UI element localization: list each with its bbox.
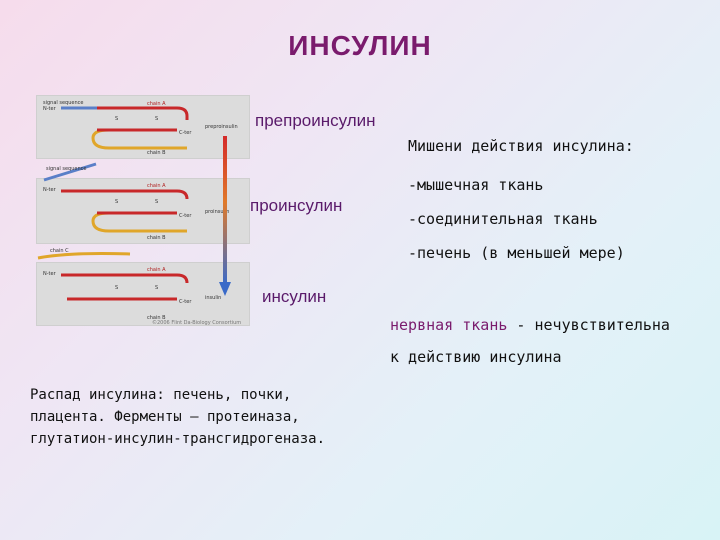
chain-a-label: chain A: [147, 267, 166, 273]
slide-title: ИНСУЛИН: [288, 30, 432, 61]
signal-sequence-label: signal sequence: [43, 100, 83, 106]
nerve-tissue-rest: - нечувствительна: [507, 316, 670, 334]
n-term-label: N-ter: [43, 271, 57, 277]
n-term-label: N-ter: [43, 187, 57, 193]
chain-a: [97, 106, 189, 120]
degradation-line: глутатион-инсулин-трансгидрогеназа.: [30, 431, 326, 447]
chain-c: [91, 211, 187, 233]
chain-c-label: chain C: [50, 248, 69, 254]
preproinsulin-diagram: signal sequence N-ter chain A S S C-ter …: [36, 95, 250, 159]
degradation-line: Распад инсулина: печень, почки,: [30, 387, 292, 403]
n-term-label: N-ter: [43, 106, 57, 112]
nerve-tissue-highlight: нервная ткань: [390, 316, 508, 334]
nerve-tissue-note: нервная ткань - нечувствительна: [390, 316, 670, 334]
c-chain-fragment: chain C: [37, 248, 131, 260]
s-label: S: [115, 116, 118, 122]
s-label: S: [155, 116, 158, 122]
chain-a-label: chain A: [147, 101, 166, 107]
panel-caption: insulin: [205, 295, 221, 301]
c-term-label: C-ter: [179, 299, 192, 305]
nerve-tissue-note-line2: к действию инсулина: [390, 348, 562, 366]
signal-fragment: signal sequence: [43, 162, 97, 182]
signal-sequence-label: signal sequence: [46, 166, 86, 172]
insulin-diagram: N-ter chain A S S C-ter chain B insulin: [36, 262, 250, 326]
proinsulin-diagram: N-ter chain A S S C-ter chain B proinsul…: [36, 178, 250, 244]
panel-caption: proinsulin: [205, 209, 229, 215]
target-item: -печень (в меньшей мере): [408, 244, 625, 262]
c-term-label: C-ter: [179, 213, 192, 219]
c-term-label: C-ter: [179, 130, 192, 136]
chain-a: [61, 273, 189, 284]
stage-label-insulin: инсулин: [262, 287, 327, 306]
targets-heading: Мишени действия инсулина:: [408, 137, 634, 155]
diagram-copyright: ©2006 Flint Da-Biology Consortium: [152, 320, 242, 326]
chain-b-label: chain B: [147, 315, 166, 321]
target-item: -мышечная ткань: [408, 176, 544, 194]
panel-caption: preproinsulin: [205, 124, 238, 130]
target-item: -соединительная ткань: [408, 210, 598, 228]
chain-a: [61, 189, 189, 200]
chain-c: [91, 128, 187, 150]
s-label: S: [115, 199, 118, 205]
stage-label-preproinsulin: препроинсулин: [255, 111, 376, 130]
degradation-note: Распад инсулина: печень, почки, плацента…: [30, 384, 390, 450]
chain-b-label: chain B: [147, 235, 166, 241]
degradation-line: плацента. Ферменты – протеиназа,: [30, 409, 300, 425]
s-label: S: [155, 285, 158, 291]
s-label: S: [155, 199, 158, 205]
process-arrow: [219, 136, 231, 296]
stage-label-proinsulin: проинсулин: [250, 196, 343, 215]
chain-b-label: chain B: [147, 150, 166, 156]
s-label: S: [115, 285, 118, 291]
chain-a-label: chain A: [147, 183, 166, 189]
